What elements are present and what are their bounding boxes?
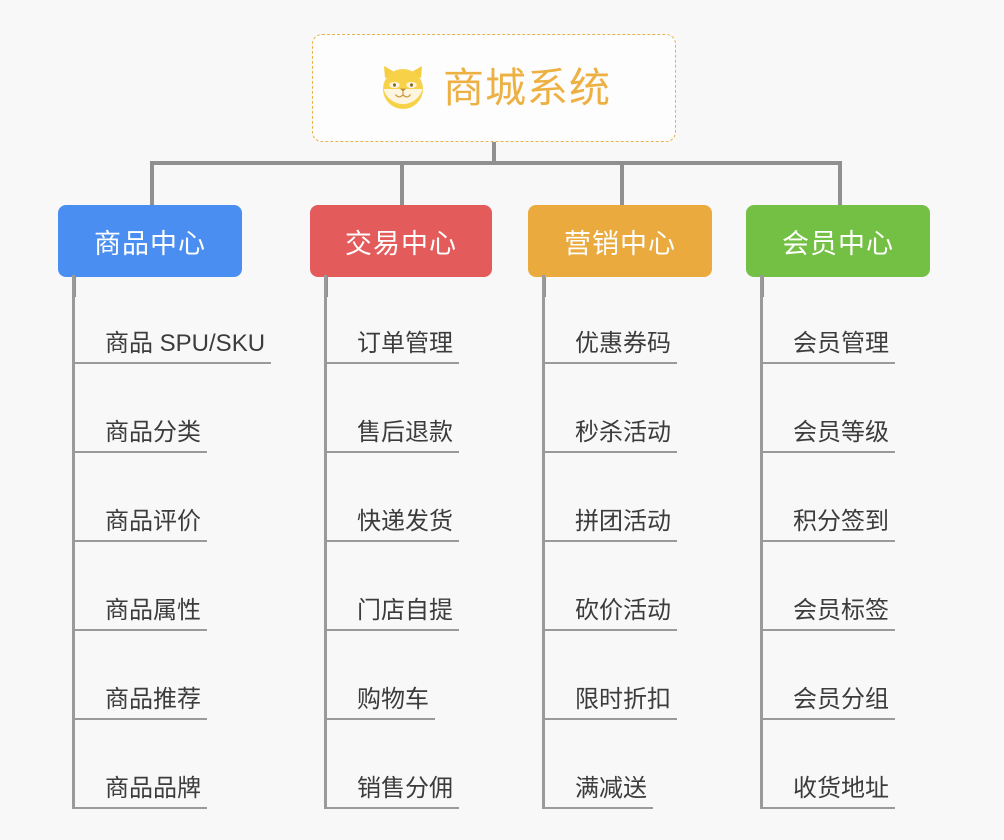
shiba-dog-face-icon [377, 62, 429, 114]
leaf-item-label: 订单管理 [324, 330, 459, 364]
leaf-item[interactable]: 销售分佣 [324, 720, 459, 809]
leaf-item[interactable]: 会员等级 [760, 364, 895, 453]
leaf-item-label: 积分签到 [760, 508, 895, 542]
category-box-4[interactable]: 会员中心 [746, 205, 930, 277]
leaf-item-label: 砍价活动 [542, 597, 677, 631]
root-node[interactable]: 商城系统 [312, 34, 676, 142]
leaf-item[interactable]: 会员管理 [760, 275, 895, 364]
leaf-item-label: 门店自提 [324, 597, 459, 631]
leaf-item-label: 购物车 [324, 686, 435, 720]
leaf-item-label: 快递发货 [324, 508, 459, 542]
category-box-1[interactable]: 商品中心 [58, 205, 242, 277]
leaf-item-label: 商品品牌 [72, 775, 207, 809]
leaf-column-3: 优惠券码秒杀活动拼团活动砍价活动限时折扣满减送 [542, 275, 677, 809]
leaf-item[interactable]: 门店自提 [324, 542, 459, 631]
category-label-2: 交易中心 [345, 228, 457, 259]
category-label-1: 商品中心 [94, 228, 206, 259]
leaf-item-label: 会员等级 [760, 419, 895, 453]
leaf-item[interactable]: 商品品牌 [72, 720, 271, 809]
leaf-item[interactable]: 限时折扣 [542, 631, 677, 720]
leaf-item[interactable]: 商品评价 [72, 453, 271, 542]
leaf-item-label: 商品评价 [72, 508, 207, 542]
category-box-2[interactable]: 交易中心 [310, 205, 492, 277]
leaf-item[interactable]: 秒杀活动 [542, 364, 677, 453]
leaf-item-label: 会员管理 [760, 330, 895, 364]
leaf-item[interactable]: 订单管理 [324, 275, 459, 364]
leaf-item[interactable]: 优惠券码 [542, 275, 677, 364]
leaf-item[interactable]: 拼团活动 [542, 453, 677, 542]
leaf-item[interactable]: 购物车 [324, 631, 459, 720]
category-label-4: 会员中心 [782, 228, 894, 259]
leaf-item-label: 会员分组 [760, 686, 895, 720]
leaf-item-label: 拼团活动 [542, 508, 677, 542]
leaf-item-label: 商品分类 [72, 419, 207, 453]
leaf-column-4: 会员管理会员等级积分签到会员标签会员分组收货地址 [760, 275, 895, 809]
leaf-item-label: 限时折扣 [542, 686, 677, 720]
leaf-item[interactable]: 商品 SPU/SKU [72, 275, 272, 364]
leaf-column-1: 商品 SPU/SKU 商品分类商品评价商品属性商品推荐商品品牌 [72, 275, 272, 809]
category-box-3[interactable]: 营销中心 [528, 205, 712, 277]
leaf-column-2: 订单管理售后退款快递发货门店自提购物车销售分佣 [324, 275, 459, 809]
leaf-item[interactable]: 砍价活动 [542, 542, 677, 631]
category-label-3: 营销中心 [564, 228, 676, 259]
leaf-item[interactable]: 商品推荐 [72, 631, 271, 720]
leaf-item-label: 秒杀活动 [542, 419, 677, 453]
leaf-item-label: 商品 SPU/SKU [72, 330, 272, 364]
leaf-item[interactable]: 商品分类 [72, 364, 271, 453]
connector-horizontal-bus [150, 161, 842, 165]
connector-drop-3 [620, 161, 624, 205]
connector-drop-2 [400, 161, 404, 205]
leaf-item-label: 商品属性 [72, 597, 207, 631]
leaf-item-label: 满减送 [542, 775, 653, 809]
leaf-item-label: 收货地址 [760, 775, 895, 809]
leaf-item-label: 销售分佣 [324, 775, 459, 809]
leaf-item[interactable]: 会员分组 [760, 631, 895, 720]
leaf-item[interactable]: 收货地址 [760, 720, 895, 809]
leaf-item[interactable]: 积分签到 [760, 453, 895, 542]
leaf-item-label: 会员标签 [760, 597, 895, 631]
connector-drop-1 [150, 161, 154, 205]
leaf-item[interactable]: 满减送 [542, 720, 677, 809]
connector-drop-4 [838, 161, 842, 205]
leaf-item[interactable]: 会员标签 [760, 542, 895, 631]
leaf-item-label: 售后退款 [324, 419, 459, 453]
connector-root-stem [492, 142, 496, 163]
leaf-item-label: 商品推荐 [72, 686, 207, 720]
leaf-item[interactable]: 商品属性 [72, 542, 271, 631]
leaf-item-label: 优惠券码 [542, 330, 677, 364]
root-title: 商城系统 [443, 64, 611, 111]
leaf-item[interactable]: 售后退款 [324, 364, 459, 453]
leaf-item[interactable]: 快递发货 [324, 453, 459, 542]
